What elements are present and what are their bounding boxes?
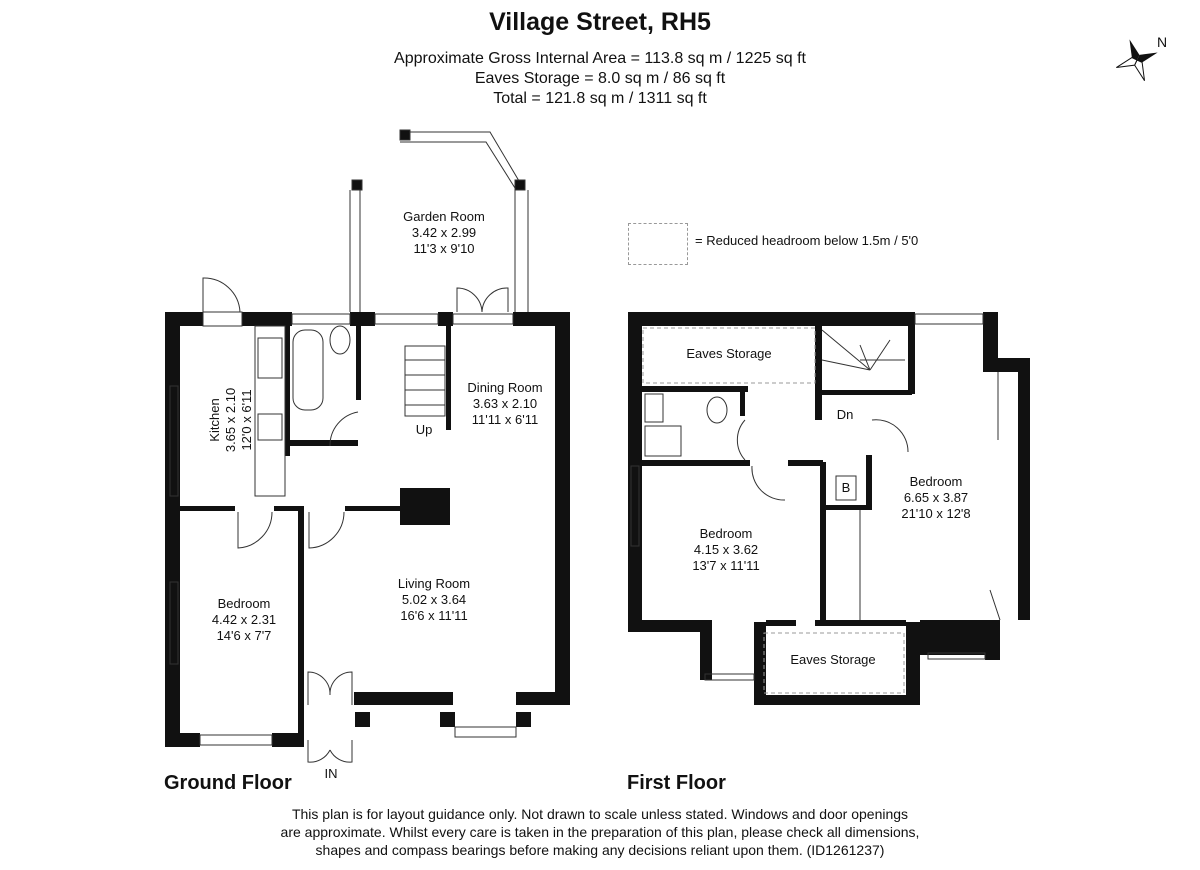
reduced-headroom-swatch bbox=[628, 223, 688, 265]
first-floor-fixtures bbox=[630, 313, 1001, 694]
stairs-up-label: Up bbox=[416, 422, 433, 437]
plans-drawing: Garden Room 3.42 x 2.99 11'3 x 9'10 Kitc… bbox=[165, 129, 1030, 781]
bedroom-left-metric: 4.15 x 3.62 bbox=[694, 542, 758, 557]
disclaimer-line: are approximate. Whilst every care is ta… bbox=[280, 824, 920, 840]
bedroom-right-name: Bedroom bbox=[910, 474, 963, 489]
first-floor-walls bbox=[628, 312, 1030, 705]
dining-room-imperial: 11'11 x 6'11 bbox=[472, 412, 538, 427]
living-room-name: Living Room bbox=[398, 576, 470, 591]
living-room-metric: 5.02 x 3.64 bbox=[402, 592, 466, 607]
disclaimer: This plan is for layout guidance only. N… bbox=[0, 805, 1200, 859]
plan-title: Village Street, RH5 bbox=[489, 8, 711, 36]
ground-floor-labels: Garden Room 3.42 x 2.99 11'3 x 9'10 Kitc… bbox=[207, 209, 543, 781]
garden-room-name: Garden Room bbox=[403, 209, 485, 224]
ground-floor-label: Ground Floor bbox=[164, 772, 292, 794]
bedroom-right-metric: 6.65 x 3.87 bbox=[904, 490, 968, 505]
disclaimer-line: shapes and compass bearings before makin… bbox=[315, 842, 885, 858]
eaves-area: Eaves Storage = 8.0 sq m / 86 sq ft bbox=[474, 70, 726, 87]
compass-north-label: N bbox=[1157, 34, 1167, 50]
garden-room-imperial: 11'3 x 9'10 bbox=[413, 241, 474, 256]
bedroom-name: Bedroom bbox=[218, 596, 271, 611]
living-room-imperial: 16'6 x 11'11 bbox=[400, 608, 467, 623]
entrance-label: IN bbox=[325, 766, 338, 781]
garden-room-metric: 3.42 x 2.99 bbox=[412, 225, 476, 240]
ground-floor-walls bbox=[165, 312, 570, 747]
bedroom-imperial: 14'6 x 7'7 bbox=[217, 628, 272, 643]
kitchen-imperial: 12'0 x 6'11 bbox=[239, 389, 254, 450]
bedroom-right-imperial: 21'10 x 12'8 bbox=[901, 506, 970, 521]
gross-area: Approximate Gross Internal Area = 113.8 … bbox=[394, 50, 806, 67]
eaves-storage-top-label: Eaves Storage bbox=[686, 346, 771, 361]
bedroom-left-name: Bedroom bbox=[700, 526, 753, 541]
kitchen-metric: 3.65 x 2.10 bbox=[223, 388, 238, 452]
boiler-label: B bbox=[842, 480, 851, 495]
disclaimer-line: This plan is for layout guidance only. N… bbox=[291, 806, 909, 822]
ground-floor-fixtures bbox=[169, 129, 529, 763]
bedroom-left-imperial: 13'7 x 11'11 bbox=[692, 558, 759, 573]
compass-icon: N bbox=[1116, 34, 1167, 81]
dining-room-name: Dining Room bbox=[467, 380, 542, 395]
stairs-down-label: Dn bbox=[837, 407, 854, 422]
legend-text: = Reduced headroom below 1.5m / 5'0 bbox=[695, 233, 919, 248]
bedroom-metric: 4.42 x 2.31 bbox=[212, 612, 276, 627]
eaves-storage-bottom-label: Eaves Storage bbox=[790, 652, 875, 667]
first-floor-labels: Eaves Storage Eaves Storage Dn B Bedroom… bbox=[686, 346, 970, 667]
first-floor-label: First Floor bbox=[627, 772, 726, 794]
dining-room-metric: 3.63 x 2.10 bbox=[473, 396, 537, 411]
total-area: Total = 121.8 sq m / 1311 sq ft bbox=[493, 90, 707, 107]
kitchen-name: Kitchen bbox=[207, 398, 222, 441]
